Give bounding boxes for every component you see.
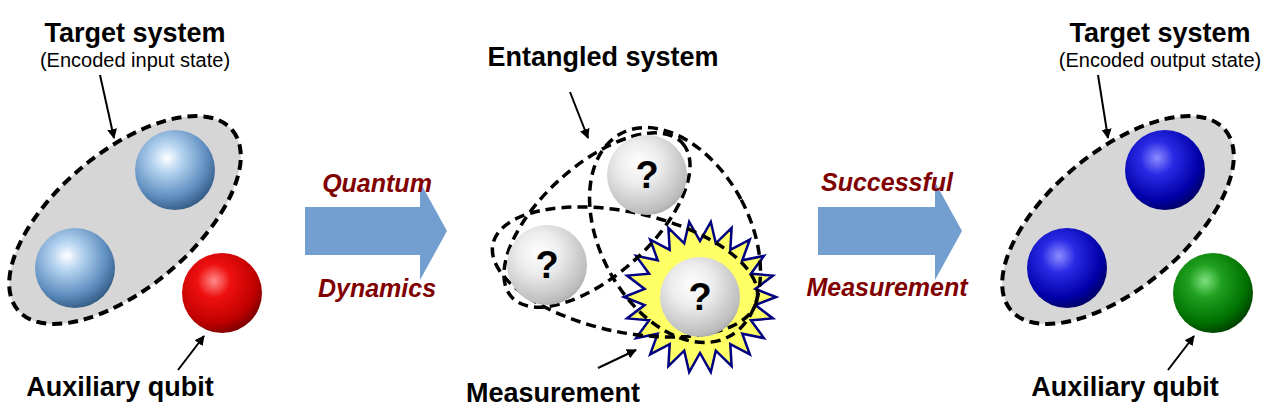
auxiliary-sphere: [182, 253, 262, 333]
leader-line: [178, 336, 204, 370]
leader-line: [570, 92, 588, 138]
leader-line: [1168, 336, 1194, 370]
callout-title: Measurement: [466, 379, 640, 409]
arrow-label: Dynamics: [318, 275, 436, 303]
entanglement-loop: [555, 98, 795, 371]
leader-line: [100, 75, 114, 138]
arrow-label: Quantum: [322, 170, 432, 198]
callout-title: Auxiliary qubit: [26, 373, 214, 403]
callout-title: Target system: [1069, 19, 1250, 49]
qubit-sphere: ?: [660, 257, 740, 337]
unknown-state-mark: ?: [635, 156, 658, 194]
input-sphere: [35, 228, 115, 308]
output-sphere: [1027, 228, 1107, 308]
arrow-label: Measurement: [806, 274, 967, 302]
leader-line: [1098, 75, 1108, 138]
callout-subtitle: (Encoded input state): [40, 49, 230, 71]
auxiliary-sphere: [1173, 253, 1253, 333]
arrow-label: Successful: [821, 169, 953, 197]
callout-title: Entangled system: [487, 43, 718, 73]
callout-subtitle: (Encoded output state): [1059, 49, 1261, 71]
entanglement-loop: [480, 185, 769, 359]
callout-title: Auxiliary qubit: [1031, 373, 1219, 403]
measurement-burst: [624, 222, 776, 372]
output-sphere: [1125, 130, 1205, 210]
process-arrow: [818, 182, 962, 280]
unknown-state-mark: ?: [688, 278, 711, 316]
target-ellipse: [0, 78, 276, 362]
leader-line: [598, 350, 636, 368]
qubit-sphere: ?: [507, 225, 587, 305]
target-ellipse: [967, 78, 1269, 362]
input-sphere: [135, 130, 215, 210]
unknown-state-mark: ?: [535, 246, 558, 284]
callout-title: Target system: [44, 19, 225, 49]
qubit-sphere: ?: [607, 135, 687, 215]
